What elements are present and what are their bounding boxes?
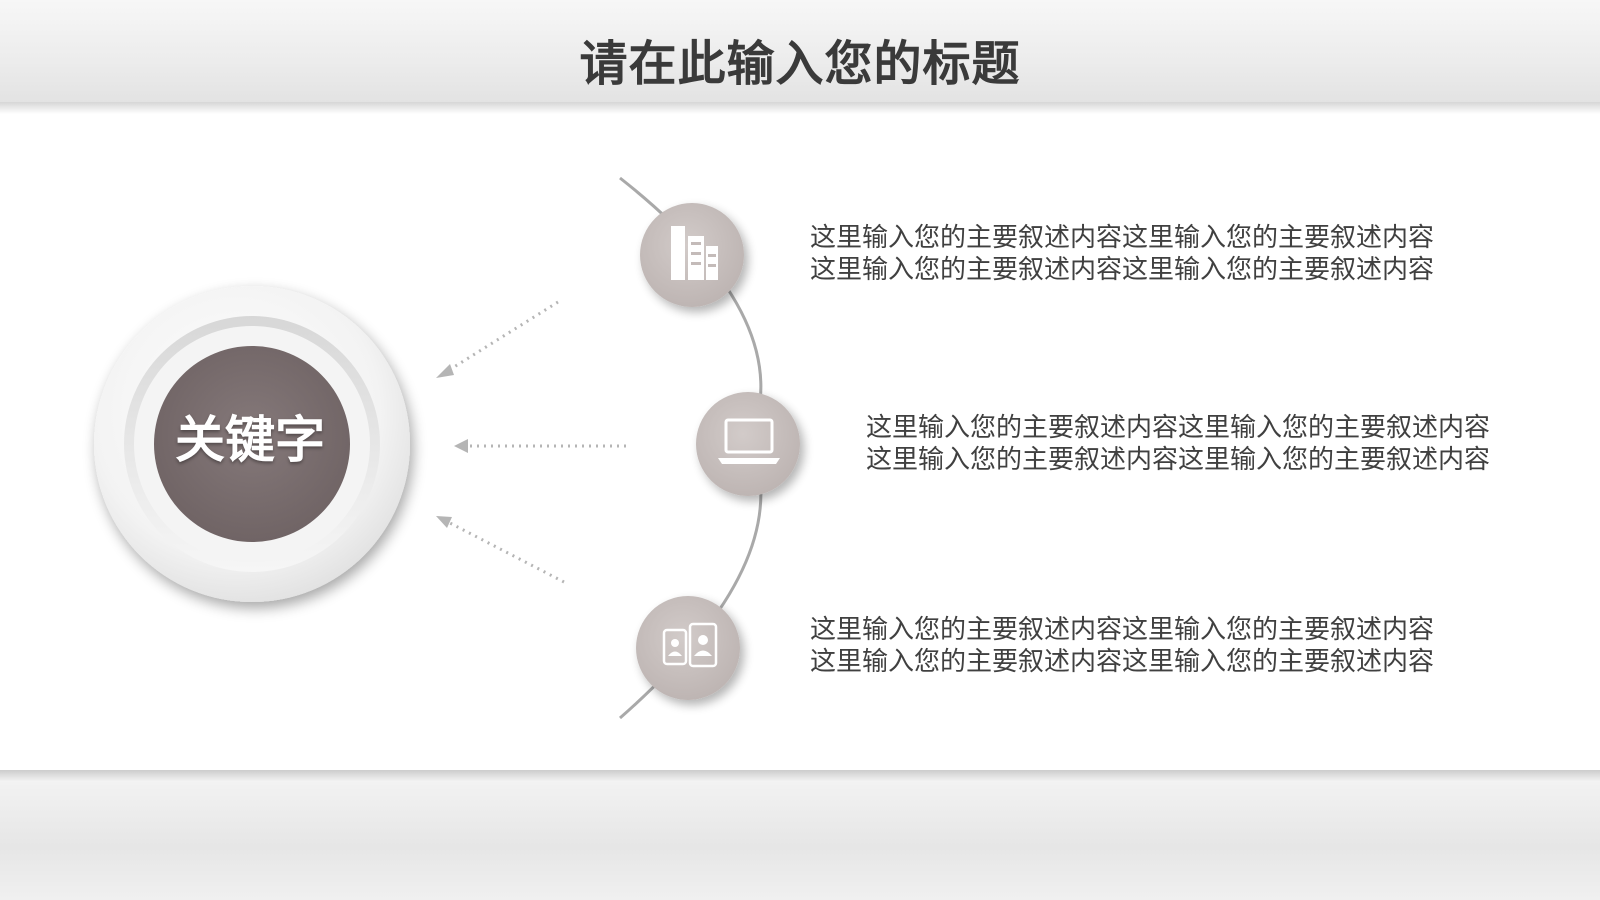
description-line: 这里输入您的主要叙述内容这里输入您的主要叙述内容 xyxy=(810,615,1435,645)
description-line: 这里输入您的主要叙述内容这里输入您的主要叙述内容 xyxy=(866,445,1491,475)
arrow-bottom xyxy=(436,516,565,584)
description-line: 这里输入您的主要叙述内容这里输入您的主要叙述内容 xyxy=(810,223,1435,253)
devices-icon xyxy=(662,622,718,668)
description-line: 这里输入您的主要叙述内容这里输入您的主要叙述内容 xyxy=(866,413,1491,443)
keyword-circle xyxy=(94,286,410,602)
keyword-label[interactable]: 关键字 xyxy=(175,411,325,469)
description-2[interactable]: 这里输入您的主要叙述内容这里输入您的主要叙述内容 这里输入您的主要叙述内容这里输… xyxy=(866,412,1490,476)
title-band-shadow xyxy=(0,102,1600,114)
node-laptop[interactable] xyxy=(696,392,800,496)
description-line: 这里输入您的主要叙述内容这里输入您的主要叙述内容 xyxy=(810,647,1435,677)
node-building[interactable] xyxy=(640,203,744,307)
footer-band-shadow xyxy=(0,770,1600,782)
arrow-middle xyxy=(454,439,626,453)
building-icon xyxy=(671,226,718,280)
title-band xyxy=(0,0,1600,102)
footer-band xyxy=(0,782,1600,900)
arrow-top xyxy=(436,300,559,378)
description-line: 这里输入您的主要叙述内容这里输入您的主要叙述内容 xyxy=(810,255,1435,285)
node-devices[interactable] xyxy=(636,596,740,700)
description-1[interactable]: 这里输入您的主要叙述内容这里输入您的主要叙述内容 这里输入您的主要叙述内容这里输… xyxy=(810,222,1434,286)
laptop-icon xyxy=(718,418,780,464)
slide-title[interactable]: 请在此输入您的标题 xyxy=(579,36,1021,92)
description-3[interactable]: 这里输入您的主要叙述内容这里输入您的主要叙述内容 这里输入您的主要叙述内容这里输… xyxy=(810,614,1434,678)
